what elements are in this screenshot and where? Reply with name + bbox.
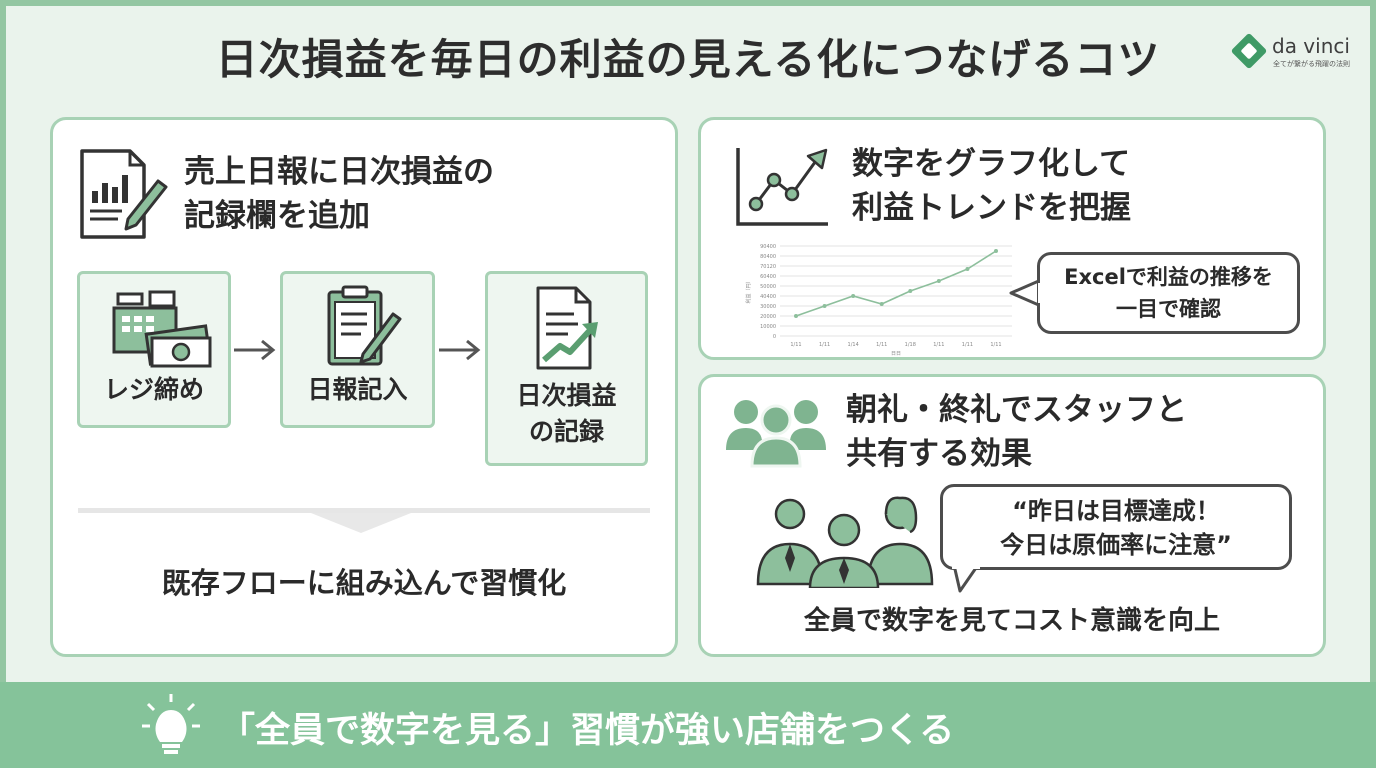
chart-x-tick-label: 1/11 <box>876 342 887 348</box>
chart-y-tick-label: 70120 <box>760 264 776 270</box>
chart-y-tick-label: 90400 <box>760 244 776 250</box>
trend-document-icon <box>536 286 598 370</box>
chart-x-tick-label: 1/11 <box>933 342 944 348</box>
right-top-card-title: 数字をグラフ化して 利益トレンドを把握 <box>852 142 1131 230</box>
left-card-title: 売上日報に日次損益の 記録欄を追加 <box>184 150 494 238</box>
right-bottom-card-title: 朝礼・終礼でスタッフと 共有する効果 <box>846 388 1187 476</box>
chart-y-tick-label: 40400 <box>760 294 776 300</box>
chart-x-tick-label: 1/11 <box>819 342 830 348</box>
chart-x-tick-label: 1/14 <box>848 342 859 348</box>
excel-bubble-line2: 一目で確認 <box>1116 297 1221 321</box>
brand-logo: da vinci 全てが繋がる飛躍の法則 <box>1230 32 1366 74</box>
staff-speech-bubble: “昨日は目標達成！ 今日は原価率に注意” <box>940 484 1292 570</box>
step-daily-entry: 日報記入 <box>280 271 435 428</box>
chart-x-axis-label: 日日 <box>891 351 901 356</box>
flow-divider <box>78 508 650 513</box>
step-register-close: レジ締め <box>77 271 231 428</box>
lightbulb-icon <box>142 694 200 754</box>
chart-x-tick-label: 1/11 <box>962 342 973 348</box>
chart-series-line <box>795 250 997 317</box>
excel-speech-bubble: Excelで利益の推移を 一目で確認 <box>1037 252 1300 334</box>
chart-data-point <box>851 294 856 298</box>
staff-bubble-line1: “昨日は目標達成！ <box>1012 497 1220 525</box>
right-bottom-caption: 全員で数字を見てコスト意識を向上 <box>803 606 1220 636</box>
footer-message: 「全員で数字を見る」習慣が強い店舗をつくる <box>220 711 955 751</box>
bubble-tail-mask <box>1038 283 1044 303</box>
down-chevron-icon <box>311 513 411 533</box>
right-top-card-title-line2: 利益トレンドを把握 <box>852 190 1131 226</box>
left-card-conclusion: 既存フローに組み込んで習慣化 <box>161 566 567 600</box>
page-title: 日次損益を毎日の利益の見える化につなげるコツ <box>215 35 1161 84</box>
clipboard-pen-icon <box>327 285 402 366</box>
footer-banner <box>0 682 1376 768</box>
logo-tagline: 全てが繋がる飛躍の法則 <box>1273 60 1350 68</box>
step-daily-entry-label: 日報記入 <box>307 375 408 404</box>
step-daily-pl-record-label: 日次損益 の記録 <box>488 378 645 450</box>
chart-y-tick-label: 20000 <box>760 314 776 320</box>
arrow-right-icon <box>234 339 276 361</box>
bubble-tail-down <box>952 565 980 593</box>
profit-trend-chart: 90400 80400 70120 60400 50000 40400 30000 20000… <box>745 244 1012 356</box>
step-register-close-label: レジ締め <box>103 375 204 404</box>
chart-x-tick-label: 1/11 <box>990 342 1001 348</box>
chart-y-tick-label: 10000 <box>760 324 776 330</box>
chart-y-tick-label: 0 <box>773 334 776 340</box>
chart-x-tick-label: 1/11 <box>790 342 801 348</box>
chart-data-point <box>822 304 827 308</box>
chart-data-point <box>965 267 970 271</box>
cash-register-icon <box>112 290 212 368</box>
chart-x-tick-label: 1/18 <box>905 342 916 348</box>
arrow-right-icon <box>439 339 481 361</box>
step-daily-pl-record: 日次損益 の記録 <box>485 271 648 466</box>
line-chart-icon <box>736 148 828 226</box>
left-card-title-line2: 記録欄を追加 <box>184 198 370 234</box>
logo-name: da vinci <box>1272 34 1350 58</box>
staff-group-icon <box>756 496 934 588</box>
chart-data-point <box>908 289 913 293</box>
group-people-icon <box>726 400 826 468</box>
chart-data-point <box>994 249 998 253</box>
chart-data-point <box>936 279 941 283</box>
right-bottom-card-title-line2: 共有する効果 <box>846 436 1032 472</box>
step-daily-pl-record-label-line2: の記録 <box>528 417 604 446</box>
chart-y-tick-label: 30000 <box>760 304 776 310</box>
chart-y-tick-label: 80400 <box>760 254 776 260</box>
right-top-card-title-line1: 数字をグラフ化して <box>852 146 1131 182</box>
chart-y-axis-label: 利益（円） <box>745 278 752 303</box>
chart-y-tick-label: 60400 <box>760 274 776 280</box>
chart-y-tick-label: 50000 <box>760 284 776 290</box>
right-bottom-card-title-line1: 朝礼・終礼でスタッフと <box>846 392 1187 428</box>
staff-bubble-line2: 今日は原価率に注意” <box>1000 531 1232 559</box>
bubble-tail-left <box>1009 278 1042 308</box>
report-document-icon <box>80 149 168 239</box>
step-daily-pl-record-label-line1: 日次損益 <box>516 381 617 410</box>
logo-diamond-icon <box>1230 32 1268 70</box>
chart-data-point <box>879 302 884 306</box>
excel-bubble-line1: Excelで利益の推移を <box>1064 265 1273 289</box>
chart-data-point <box>794 314 798 318</box>
left-card-title-line1: 売上日報に日次損益の <box>184 154 494 190</box>
